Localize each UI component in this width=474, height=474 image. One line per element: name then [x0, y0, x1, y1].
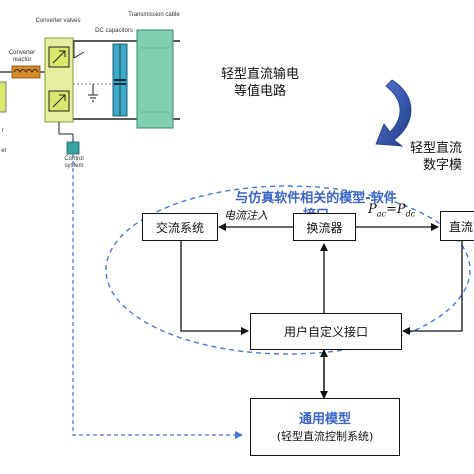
arrow-ac-to-interface: [180, 240, 249, 335]
label-transmission-cable: Transmission cable: [128, 12, 180, 18]
control-link-arrow: [72, 154, 243, 439]
general-model-title: 通用模型: [298, 411, 351, 427]
power-equation: Pac=Pdc: [368, 202, 416, 219]
interface-ellipse: [105, 185, 471, 355]
converter-block: 换流器: [293, 213, 356, 241]
ac-system-block: 交流系统: [142, 213, 218, 241]
general-model-block: 通用模型 (轻型直流控制系统): [250, 398, 400, 456]
user-interface-block: 用户自定义接口: [250, 313, 402, 350]
label-converter-reactor: Converter reactor: [8, 50, 36, 63]
label-dc-capacitors: DC capacitors: [95, 28, 133, 34]
transmission-cable-icon: [136, 29, 174, 129]
label-equiv-circuit: 轻型直流输电 等值电路: [220, 67, 299, 99]
left-component: [0, 81, 7, 113]
arrow-dc-to-interface: [402, 241, 463, 335]
label-digital-model: 轻型直流 数字模: [410, 141, 463, 173]
general-model-subtitle: (轻型直流控制系统): [276, 429, 374, 443]
label-converter-valves: Converter valves: [35, 18, 81, 24]
label-left-er: er: [1, 148, 7, 154]
signal-arrows: [180, 223, 463, 399]
control-system-icon: [66, 141, 80, 155]
vsc-circuit: [0, 29, 180, 155]
curved-arrow-icon: [375, 79, 412, 147]
dc-system-block: 直流: [440, 211, 474, 241]
label-current-injection: 电流注入: [224, 209, 268, 222]
label-control-system: Control system: [64, 156, 84, 169]
label-left-r: r: [2, 128, 4, 134]
